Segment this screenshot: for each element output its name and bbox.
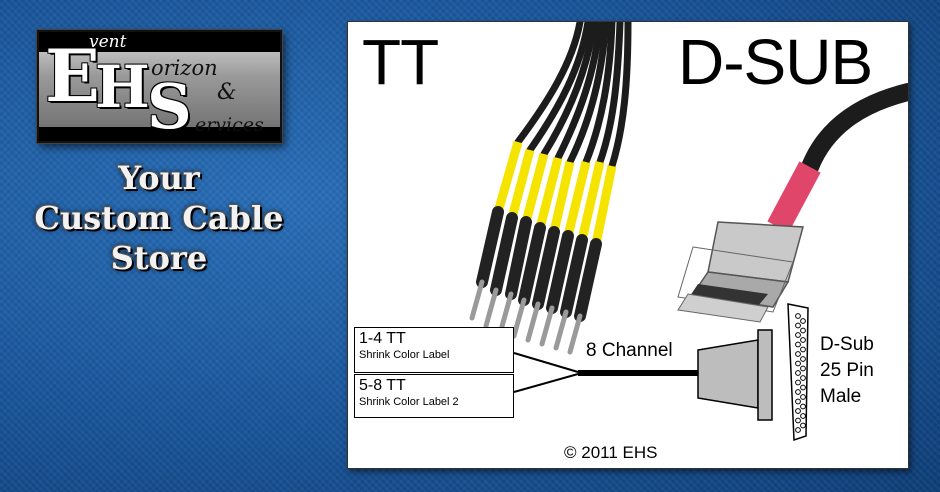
logo-letter-s: S: [147, 70, 192, 143]
dsub-pin: [795, 379, 801, 386]
label-box-5-8-tt: 5-8 TT Shrink Color Label 2: [354, 374, 514, 418]
logo-word-services: ervices: [195, 114, 264, 136]
split-line-lower: [513, 373, 579, 393]
dsub-pin: [795, 398, 801, 405]
dsub-pin: [795, 322, 801, 329]
dsub-pin: [795, 313, 801, 319]
dsub-shell-schematic: [697, 339, 759, 409]
logo-band-top: [39, 32, 280, 52]
dsub-pin: [795, 408, 801, 414]
dsub-pin: [795, 417, 801, 424]
channel-label: 8 Channel: [586, 340, 673, 361]
dsub-red-sleeve: [767, 161, 821, 233]
tt-boots: [476, 206, 602, 322]
tt-plug-tips: [469, 279, 583, 355]
logo-word-event: vent: [89, 32, 127, 52]
dsub-pin: [800, 318, 806, 324]
connector-label-line-3: Male: [820, 386, 862, 407]
dsub-pin: [795, 360, 801, 367]
logo-word-amp: &: [217, 80, 237, 105]
copyright-text: © 2011 EHS: [564, 443, 658, 462]
cable-illustration: [469, 22, 908, 442]
split-line-upper: [513, 352, 579, 373]
tt-cable-bundle: [514, 22, 632, 170]
label-box-1-4-tt: 1-4 TT Shrink Color Label: [354, 327, 514, 373]
dsub-pin: [800, 384, 806, 391]
cable-diagram-panel: TT D-SUB 1-4 TT Shrink Color Label 5-8 T…: [347, 21, 909, 469]
tagline-line-3: Store: [110, 239, 208, 277]
tagline: Your Custom Cable Store: [10, 158, 308, 278]
dsub-pin: [800, 403, 806, 410]
dsub-pin: [800, 346, 806, 353]
dsub-pin: [795, 332, 801, 338]
title-dsub: D-SUB: [678, 26, 873, 98]
dsub-connector-photo: [677, 221, 804, 323]
logo-letter-h: H: [95, 53, 150, 121]
tagline-line-2: Custom Cable: [34, 199, 284, 237]
dsub-pin: [800, 327, 806, 334]
logo-band-bottom: [39, 127, 280, 141]
dsub-pin: [800, 422, 806, 429]
logo-letter-e: E: [45, 33, 100, 118]
label-box-1-subtitle: Shrink Color Label: [359, 349, 450, 361]
ehs-logo: E H S vent orizon & ervices: [37, 30, 282, 143]
dsub-pins: [795, 313, 806, 433]
dsub-flange-schematic: [757, 329, 773, 421]
dsub-pin: [795, 370, 801, 376]
dsub-pin: [795, 427, 801, 433]
dsub-pin: [800, 394, 806, 400]
connector-label-line-2: 25 Pin: [820, 360, 874, 381]
label-box-1-title: 1-4 TT: [359, 330, 406, 347]
connector-label-line-1: D-Sub: [820, 334, 874, 355]
tt-yellow-sleeves: [493, 140, 617, 245]
dsub-pin: [800, 356, 806, 362]
label-box-2-title: 5-8 TT: [359, 377, 406, 394]
dsub-pin: [800, 365, 806, 372]
dsub-pin: [800, 375, 806, 381]
dsub-cable: [801, 83, 908, 176]
dsub-pin: [795, 341, 801, 348]
dsub-pin: [800, 337, 806, 343]
logo-word-horizon: orizon: [151, 56, 218, 80]
dsub-pin: [795, 351, 801, 357]
label-box-2-subtitle: Shrink Color Label 2: [359, 396, 459, 408]
dsub-pin: [795, 389, 801, 395]
dsub-pin: [800, 413, 806, 419]
tagline-line-1: Your: [118, 159, 200, 197]
title-tt: TT: [362, 26, 439, 98]
